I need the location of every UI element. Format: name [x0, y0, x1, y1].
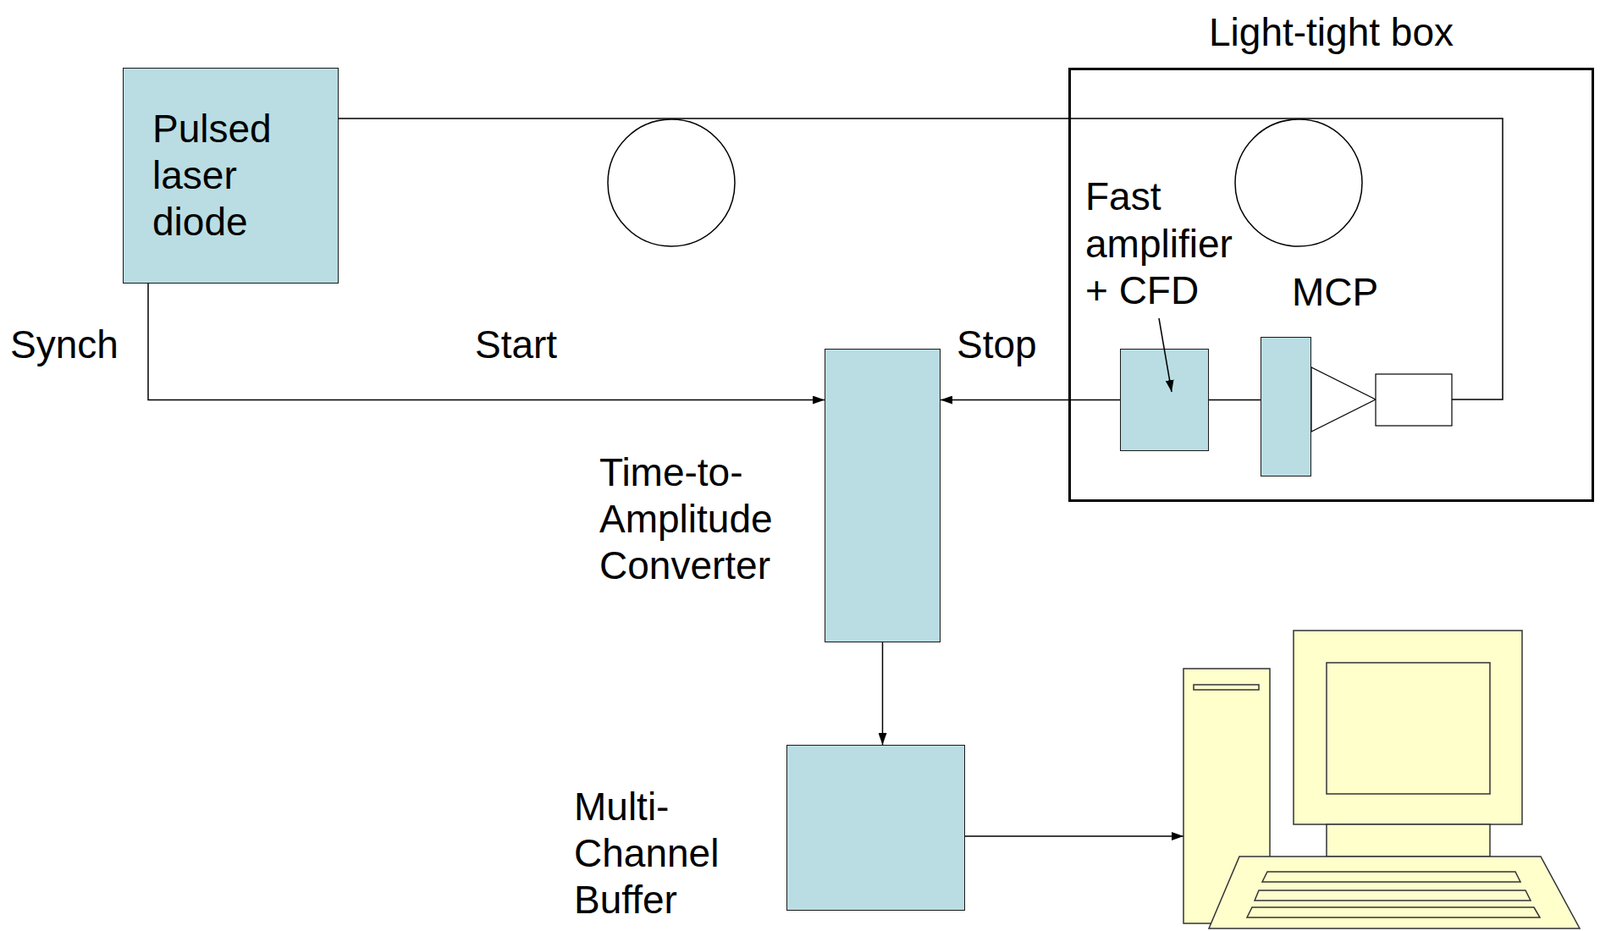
- fiber-coil: [607, 119, 735, 247]
- node-label: Light-tight box: [1070, 9, 1592, 56]
- signal-wire: [1208, 399, 1261, 402]
- laser-box: Pulsed laser diode: [122, 67, 339, 284]
- node-label: Multi- Channel Buffer: [573, 783, 735, 925]
- computer-icon: [1183, 630, 1580, 929]
- data-arrow: [965, 835, 1184, 838]
- leader-arrow: [1158, 318, 1172, 392]
- fiber-coil: [1235, 119, 1363, 247]
- signal-wire: [940, 399, 1120, 402]
- lens-symbol: [1311, 367, 1376, 432]
- monitor-stand: [1326, 824, 1490, 857]
- node-label: Fast amplifier + CFD: [1085, 173, 1238, 315]
- detector-box: MCP: [1260, 336, 1312, 477]
- keyboard: [1208, 856, 1580, 929]
- monitor: [1293, 630, 1523, 825]
- key-row: [1254, 890, 1531, 901]
- node-label: Time-to- Amplitude Converter: [599, 449, 782, 591]
- signal-label: Synch: [10, 321, 119, 369]
- node-label: MCP: [1291, 269, 1379, 316]
- signal-wire: [882, 642, 884, 745]
- converter-box: Time-to- Amplitude Converter: [824, 348, 941, 643]
- monitor-screen: [1326, 662, 1490, 795]
- signal-wire: [148, 283, 825, 401]
- leader-arrow-canvas: [1120, 349, 1122, 351]
- key-row: [1262, 871, 1521, 883]
- edge-label: Stop: [956, 321, 1038, 369]
- drive-slot: [1193, 684, 1259, 690]
- edge-label: Start: [474, 321, 558, 369]
- node-label: Pulsed laser diode: [123, 68, 314, 247]
- key-row: [1246, 907, 1540, 918]
- buffer-box: Multi- Channel Buffer: [786, 744, 966, 911]
- amplifier-box: Fast amplifier + CFD: [1120, 348, 1209, 452]
- enclosure-box: Fast amplifier + CFDMCPLight-tight box: [1068, 67, 1595, 503]
- sample-holder: [1375, 374, 1452, 426]
